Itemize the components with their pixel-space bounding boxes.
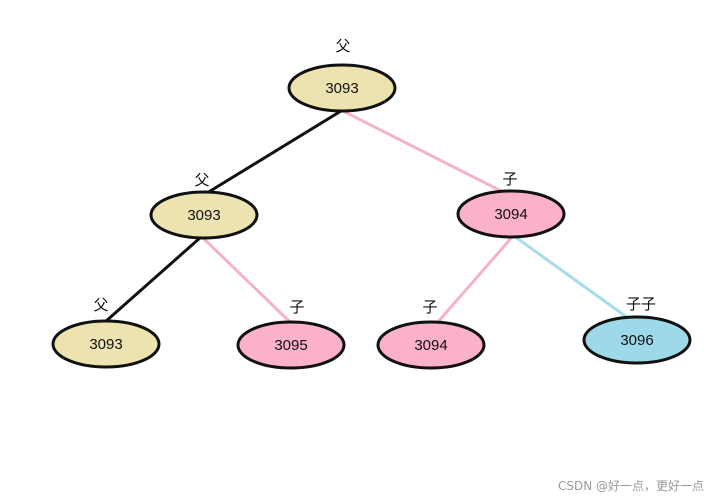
node-right-left: 3094 子 (376, 298, 486, 370)
node-left: 3093 父 (149, 171, 259, 240)
node-left-left-ellipse (51, 319, 161, 369)
node-left-left: 3093 父 (51, 296, 161, 369)
node-left-value: 3093 (187, 207, 220, 224)
node-right-right: 3096 子子 (582, 295, 692, 365)
edge-left-leftright (200, 235, 293, 325)
node-left-role: 父 (194, 171, 209, 189)
node-right-left-ellipse (376, 320, 486, 370)
node-right-right-ellipse (582, 315, 692, 365)
edge-root-left (206, 109, 342, 195)
node-right-right-value: 3096 (620, 332, 653, 349)
node-right-role: 子 (502, 170, 517, 188)
watermark: CSDN @好一点，更好一点 (557, 479, 704, 493)
edge-right-rightleft (435, 235, 515, 324)
node-root-ellipse (287, 63, 397, 113)
node-left-right: 3095 子 (236, 298, 346, 370)
node-left-right-value: 3095 (274, 337, 307, 354)
node-root-role: 父 (335, 37, 350, 55)
node-left-right-role: 子 (289, 298, 304, 316)
node-root: 3093 父 (287, 37, 397, 113)
node-right: 3094 子 (456, 170, 566, 239)
node-right-left-role: 子 (422, 298, 437, 316)
edge-right-rightright (513, 234, 629, 320)
edge-left-leftleft (104, 235, 202, 324)
node-left-left-role: 父 (93, 296, 108, 314)
node-left-right-ellipse (236, 320, 346, 370)
node-right-right-role: 子子 (626, 295, 656, 313)
node-left-ellipse (149, 190, 259, 240)
node-right-left-value: 3094 (414, 337, 447, 354)
node-right-ellipse (456, 189, 566, 239)
node-root-value: 3093 (325, 80, 358, 97)
node-right-value: 3094 (494, 206, 527, 223)
edge-root-right (342, 109, 508, 196)
node-left-left-value: 3093 (89, 336, 122, 353)
